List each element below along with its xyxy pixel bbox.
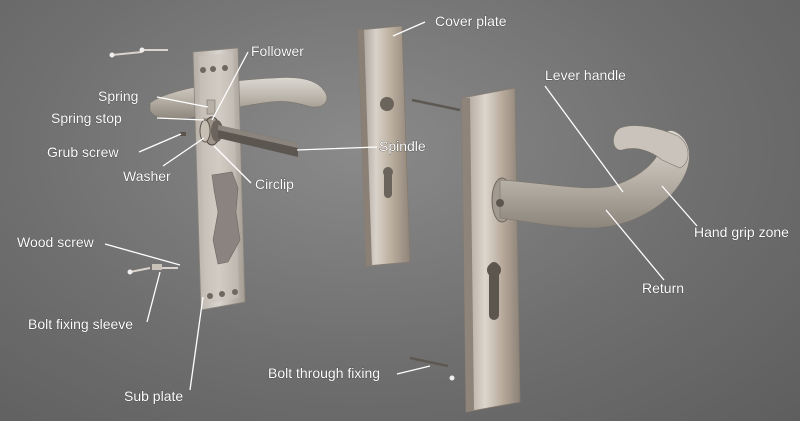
- label-cover-plate: Cover plate: [435, 13, 507, 29]
- grub-screw-part: [180, 132, 186, 136]
- bolt-head: [449, 375, 455, 381]
- front-plate: [461, 87, 521, 413]
- bolt-rod-upper: [411, 98, 461, 112]
- label-spring-stop: Spring stop: [51, 110, 122, 126]
- label-return: Return: [642, 280, 684, 296]
- label-sub-plate: Sub plate: [124, 388, 183, 404]
- spindle-part: [218, 125, 298, 157]
- label-grub-screw: Grub screw: [47, 144, 119, 160]
- wood-screw-parts: [127, 264, 178, 275]
- spring-part: [206, 99, 216, 115]
- leader-lines: [104, 21, 698, 391]
- top-screws: [109, 47, 168, 58]
- front-lever-handle: [491, 125, 690, 229]
- label-bolt-fixing-sleeve: Bolt fixing sleeve: [28, 316, 133, 332]
- label-lever-handle: Lever handle: [545, 67, 626, 83]
- label-spring: Spring: [98, 88, 138, 104]
- label-wood-screw: Wood screw: [17, 234, 95, 250]
- label-bolt-through-fixing: Bolt through fixing: [268, 365, 380, 381]
- label-follower: Follower: [251, 43, 304, 59]
- label-circlip: Circlip: [255, 176, 294, 192]
- label-hand-grip-zone: Hand grip zone: [694, 224, 789, 240]
- sub-plate: [192, 47, 246, 311]
- label-washer: Washer: [123, 168, 171, 184]
- label-spindle: Spindle: [379, 138, 426, 154]
- bolt-rod-lower: [409, 356, 449, 368]
